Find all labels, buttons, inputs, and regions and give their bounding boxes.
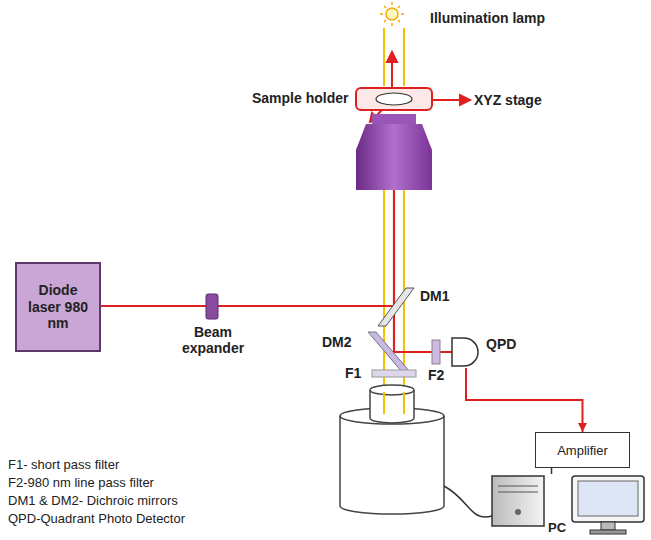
key-text: QPD-Quadrant Photo Detector — [8, 512, 185, 527]
signal-wire — [551, 468, 552, 474]
dichroic-mirror — [368, 332, 410, 372]
node-text: PC — [548, 520, 566, 535]
camera-rays — [384, 392, 404, 414]
filter-f2 — [432, 340, 440, 364]
laser-beam — [100, 190, 452, 352]
signal-wire — [466, 368, 587, 432]
key-text: DM1 & DM2- Dichroic mirrors — [8, 494, 178, 509]
monitor — [572, 476, 644, 534]
lamp-icon — [380, 2, 404, 26]
dichroic-mirror — [378, 288, 414, 326]
beam-expander — [206, 294, 218, 319]
sample-holder — [356, 88, 432, 110]
illumination-rays — [384, 28, 404, 392]
key-text: F1- short pass filter — [8, 458, 119, 473]
part-label: F2 — [428, 367, 444, 383]
part-label: XYZ stage — [474, 92, 542, 108]
key-text: F2-980 nm line pass filter — [8, 476, 154, 491]
objective-lens — [356, 114, 432, 190]
part-label: Sample holder — [252, 90, 348, 106]
laser-box: Diode laser 980 nm — [15, 262, 101, 352]
part-label: F1 — [345, 365, 361, 381]
part-label: DM2 — [322, 334, 352, 350]
node-text: QPD — [486, 336, 516, 352]
computer: PC — [490, 474, 568, 536]
part-label: Beam expander — [176, 324, 250, 356]
detector-symbol — [450, 336, 482, 368]
part-label: Illumination lamp — [430, 10, 545, 26]
part-label: DM1 — [420, 288, 450, 304]
node-text: Amplifier — [557, 443, 608, 458]
quadrant-detector: QPD — [450, 336, 482, 368]
filter-f1 — [372, 370, 416, 377]
node-text: Diode laser 980 nm — [27, 282, 89, 332]
amplifier-box: Amplifier — [535, 432, 630, 468]
camera — [340, 385, 444, 514]
camera-cable — [444, 486, 492, 517]
